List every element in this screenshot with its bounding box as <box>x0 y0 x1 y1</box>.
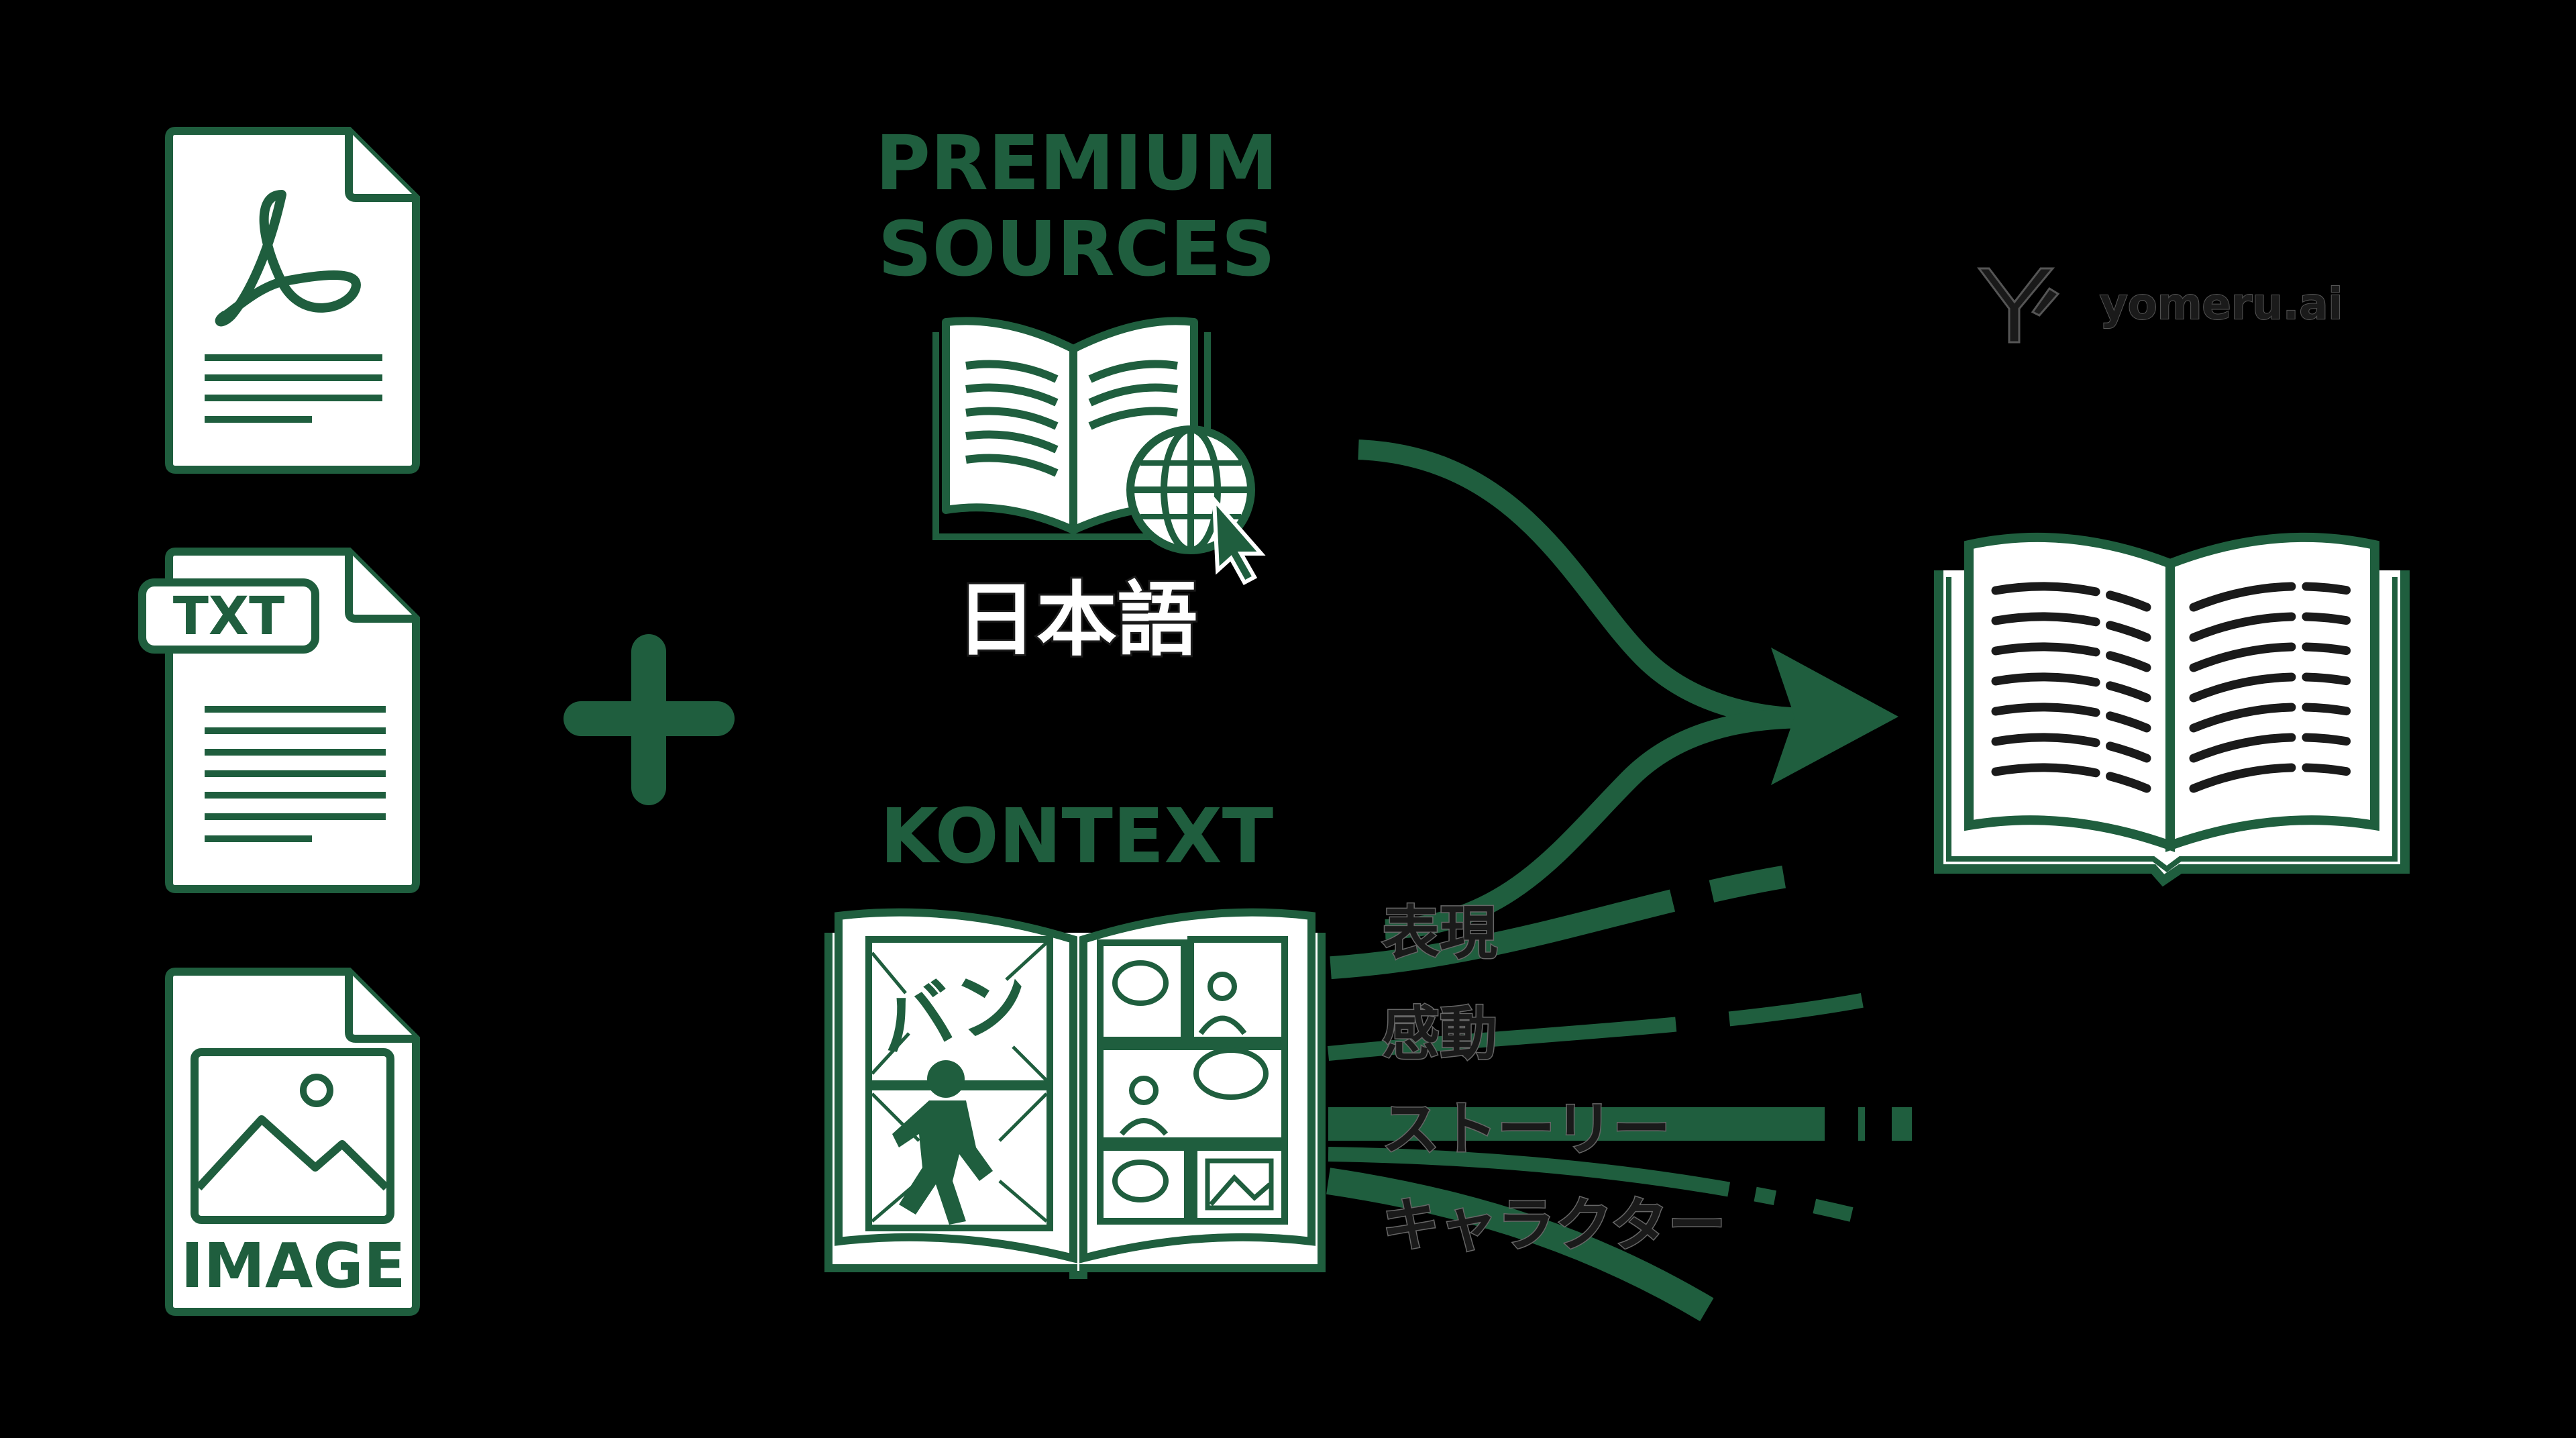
japanese-label: 日本語 <box>956 574 1197 667</box>
merge-arrowhead <box>1771 648 1898 785</box>
premium-title-line1: PREMIUM <box>875 120 1278 207</box>
premium-title-line2: SOURCES <box>878 206 1275 293</box>
image-label: IMAGE <box>180 1230 405 1302</box>
flow-arrows <box>1326 440 1912 1367</box>
japanese-label-group: 日本語 <box>954 572 1199 669</box>
concept-label-emotion: 感動 <box>1382 1000 1497 1068</box>
concept-label-expression: 表現 <box>1382 900 1497 967</box>
concept-labels: 表現 感動 ストーリー キャラクター <box>1381 899 1727 1260</box>
open-book-icon <box>1934 532 2410 887</box>
manga-book-icon: バン <box>824 908 1326 1279</box>
brand-name: yomeru.ai <box>2100 280 2343 329</box>
concept-label-story: ストーリー <box>1382 1096 1670 1163</box>
plus-icon <box>564 634 735 805</box>
txt-file-icon: TXT <box>138 548 420 893</box>
premium-book-globe-icon <box>932 317 1266 586</box>
txt-badge-label: TXT <box>173 586 285 647</box>
concept-label-character: キャラクター <box>1382 1192 1726 1259</box>
kontext-title: KONTEXT <box>880 793 1273 880</box>
pdf-file-icon <box>165 127 420 474</box>
image-file-icon: IMAGE <box>165 968 420 1316</box>
yomeru-logo-icon <box>1977 267 2060 344</box>
